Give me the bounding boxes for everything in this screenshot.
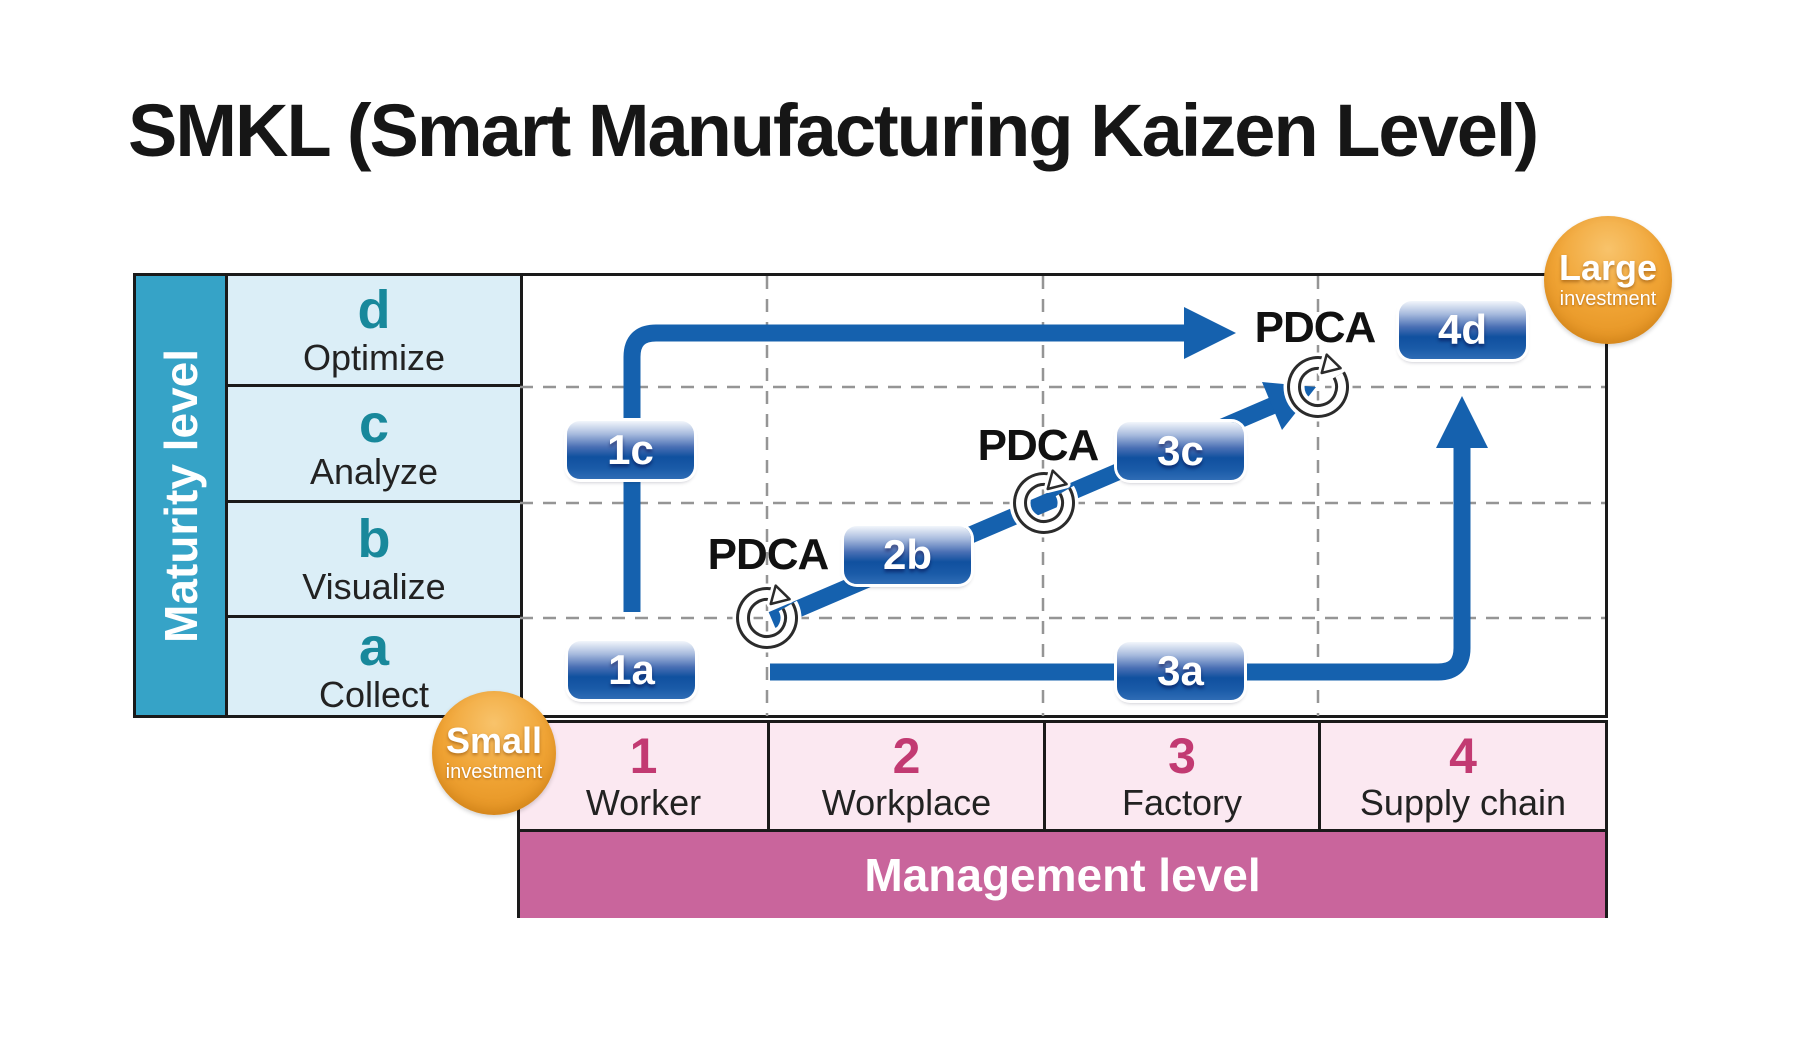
management-label-supply-chain: Supply chain bbox=[1359, 781, 1567, 823]
pdca-label-1: PDCA bbox=[707, 530, 830, 579]
management-num-3: 3 bbox=[1168, 727, 1196, 784]
maturity-key-b: b bbox=[357, 509, 391, 570]
maturity-axis: Maturity level bbox=[136, 276, 228, 715]
management-num-4: 4 bbox=[1449, 727, 1477, 784]
large-investment-badge: Large investment bbox=[1544, 216, 1672, 344]
badge-4d: 4d bbox=[1399, 301, 1526, 359]
management-col-worker: 1 Worker bbox=[520, 723, 767, 829]
large-investment-line2: investment bbox=[1559, 288, 1657, 310]
maturity-key-d: d bbox=[357, 280, 391, 341]
maturity-key-c: c bbox=[358, 393, 390, 454]
badge-3a: 3a bbox=[1117, 642, 1244, 700]
maturity-axis-label: Maturity level bbox=[154, 348, 207, 643]
badge-3c: 3c bbox=[1117, 422, 1244, 480]
badge-2b: 2b bbox=[844, 526, 971, 584]
maturity-label-analyze: Analyze bbox=[309, 450, 439, 492]
maturity-row-c: c Analyze bbox=[228, 387, 520, 503]
badge-1a: 1a bbox=[568, 641, 695, 699]
management-label-workplace: Workplace bbox=[821, 781, 992, 823]
management-label-factory: Factory bbox=[1121, 781, 1243, 823]
maturity-row-labels: d Optimize c Analyze b Visualize a Colle… bbox=[228, 276, 520, 715]
management-axis: Management level bbox=[517, 832, 1608, 918]
maturity-row-b: b Visualize bbox=[228, 503, 520, 618]
pdca-label-3: PDCA bbox=[1254, 303, 1377, 352]
pdca-label-2: PDCA bbox=[977, 421, 1100, 470]
maturity-row-d: d Optimize bbox=[228, 276, 520, 387]
maturity-label-collect: Collect bbox=[318, 673, 430, 715]
management-col-workplace: 2 Workplace bbox=[767, 723, 1043, 829]
small-investment-line2: investment bbox=[445, 761, 543, 783]
large-investment-line1: Large bbox=[1558, 247, 1658, 288]
small-investment-badge: Small investment bbox=[432, 691, 556, 815]
management-num-1: 1 bbox=[629, 727, 658, 784]
management-col-factory: 3 Factory bbox=[1043, 723, 1318, 829]
small-investment-line1: Small bbox=[445, 720, 543, 761]
management-col-supply-chain: 4 Supply chain bbox=[1318, 723, 1605, 829]
management-columns: 1 Worker 2 Workplace 3 Factory 4 Supply … bbox=[517, 720, 1608, 832]
maturity-label-optimize: Optimize bbox=[302, 337, 446, 379]
management-num-2: 2 bbox=[892, 727, 921, 784]
badge-1c: 1c bbox=[567, 421, 694, 479]
maturity-key-a: a bbox=[358, 616, 390, 677]
maturity-label-visualize: Visualize bbox=[302, 566, 446, 608]
management-label-worker: Worker bbox=[585, 781, 702, 823]
management-axis-label: Management level bbox=[864, 849, 1261, 901]
page-title: SMKL (Smart Manufacturing Kaizen Level) bbox=[128, 89, 1539, 172]
